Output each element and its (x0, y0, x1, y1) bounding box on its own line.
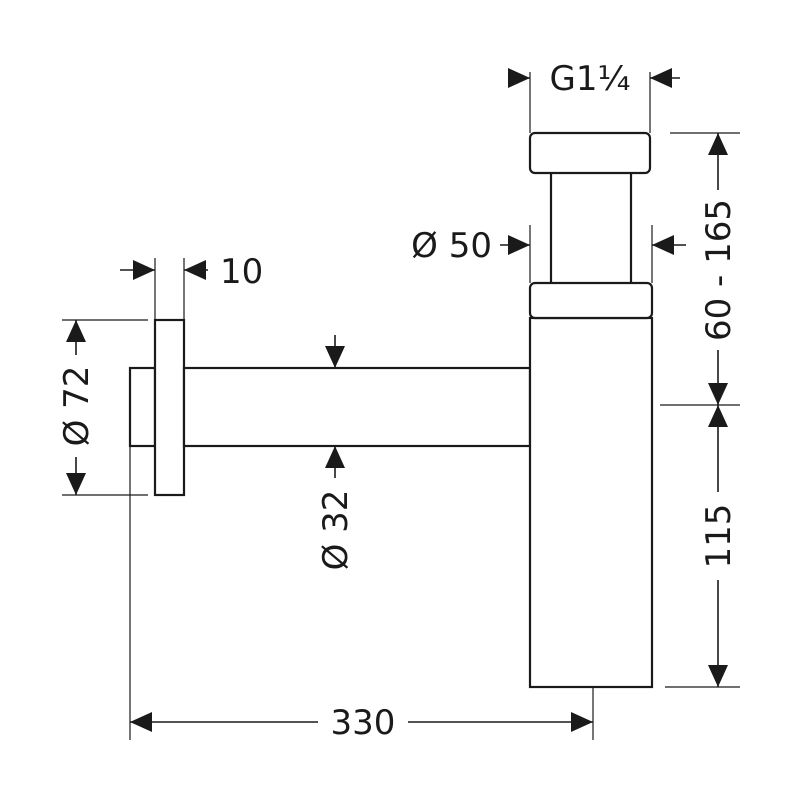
dim-projection: 330 (130, 703, 593, 743)
wall-socket (128, 366, 157, 448)
trap-body (528, 316, 654, 689)
top-nut (528, 131, 652, 175)
upper-tube (549, 170, 633, 286)
label-thread: G1¼ (550, 59, 631, 99)
label-projection: 330 (331, 703, 396, 743)
horizontal-pipe (182, 366, 532, 448)
label-outlet-diameter: Ø 50 (411, 226, 492, 266)
dim-rosette-diameter: Ø 72 (57, 320, 97, 495)
wall-rosette (153, 318, 186, 497)
extension-lines (62, 72, 740, 740)
dim-thread: G1¼ (508, 59, 680, 99)
label-height-range: 60 - 165 (699, 199, 739, 341)
label-rosette-thickness: 10 (220, 252, 263, 292)
label-body-height: 115 (699, 504, 739, 569)
label-pipe-diameter: Ø 32 (316, 490, 356, 571)
lower-collar (528, 281, 654, 320)
dim-height-range: 60 - 165 (699, 133, 739, 405)
trap-assembly (128, 131, 654, 689)
label-rosette-diameter: Ø 72 (57, 366, 97, 447)
dim-outlet-diameter: Ø 50 (411, 226, 686, 266)
dim-body-height: 115 (699, 405, 739, 687)
dim-pipe-diameter: Ø 32 (316, 335, 356, 570)
dim-rosette-thickness: 10 (120, 252, 263, 292)
